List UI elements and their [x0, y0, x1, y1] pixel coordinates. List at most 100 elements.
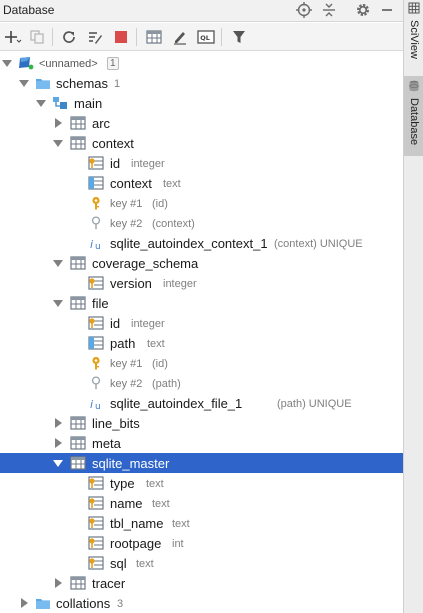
minimize-icon[interactable]	[378, 1, 396, 19]
tree-node-table-sqlite-master[interactable]: sqlite_master	[0, 453, 403, 473]
side-tool-strip: SciView Database	[403, 0, 423, 613]
collapsed-arrow-icon[interactable]	[53, 438, 63, 448]
table-icon	[70, 416, 86, 430]
table-view-icon[interactable]	[145, 28, 163, 46]
column-type: text	[146, 478, 164, 490]
column-icon	[88, 556, 104, 570]
tree-node-table-line-bits[interactable]: line_bits	[0, 413, 403, 433]
tree-node-key[interactable]: key #2 (context)	[0, 213, 403, 233]
tree-node-column[interactable]: rootpage int	[0, 533, 403, 553]
tree-node-table-coverage-schema[interactable]: coverage_schema	[0, 253, 403, 273]
table-icon	[70, 116, 86, 130]
tree-node-column[interactable]: type text	[0, 473, 403, 493]
collapsed-arrow-icon[interactable]	[53, 118, 63, 128]
table-icon	[70, 436, 86, 450]
collapsed-arrow-icon[interactable]	[19, 598, 29, 608]
index-detail: (path) UNIQUE	[277, 398, 352, 410]
properties-icon[interactable]	[86, 28, 104, 46]
column-icon	[88, 336, 104, 350]
tree-node-table-tracer[interactable]: tracer	[0, 573, 403, 593]
tree-node-index[interactable]: sqlite_autoindex_context_1 (context) UNI…	[0, 233, 403, 253]
column-icon	[88, 516, 104, 530]
column-icon	[88, 496, 104, 510]
tree-node-table-file[interactable]: file	[0, 293, 403, 313]
tree-node-column[interactable]: version integer	[0, 273, 403, 293]
tree-node-key[interactable]: key #2 (path)	[0, 373, 403, 393]
collations-count: 3	[117, 598, 124, 610]
tree-node-column[interactable]: id integer	[0, 313, 403, 333]
column-name: id	[110, 316, 121, 331]
column-name: type	[110, 476, 135, 491]
add-icon[interactable]	[4, 28, 22, 46]
tree-node-main[interactable]: main	[0, 93, 403, 113]
table-label: meta	[92, 436, 121, 451]
column-type: integer	[131, 318, 165, 330]
tree-node-index[interactable]: sqlite_autoindex_file_1 (path) UNIQUE	[0, 393, 403, 413]
expand-arrow-icon[interactable]	[36, 98, 46, 108]
column-icon	[88, 176, 104, 190]
toolbar: QL	[0, 23, 403, 51]
crosshair-icon[interactable]	[295, 1, 313, 19]
toolbar-separator	[221, 28, 222, 46]
tab-database[interactable]: Database	[404, 76, 423, 156]
tree-node-column[interactable]: sql text	[0, 553, 403, 573]
sql-console-icon[interactable]: QL	[197, 28, 215, 46]
expand-arrow-icon[interactable]	[53, 258, 63, 268]
root-label: <unnamed>	[39, 58, 98, 70]
column-name: tbl_name	[110, 516, 164, 531]
tree-node-root[interactable]: <unnamed> 1	[0, 53, 403, 73]
main-label: main	[74, 96, 103, 111]
table-label: tracer	[92, 576, 126, 591]
tree-node-table-meta[interactable]: meta	[0, 433, 403, 453]
primary-key-column-icon	[88, 156, 104, 170]
table-icon	[70, 296, 86, 310]
duplicate-icon[interactable]	[28, 28, 46, 46]
key-columns: (id)	[152, 358, 168, 370]
table-label: file	[92, 296, 109, 311]
expand-arrow-icon[interactable]	[53, 458, 63, 468]
tree-node-column[interactable]: id integer	[0, 153, 403, 173]
column-name: sql	[110, 556, 127, 571]
tree-node-table-context[interactable]: context	[0, 133, 403, 153]
table-label: arc	[92, 116, 111, 131]
tree-node-table-arc[interactable]: arc	[0, 113, 403, 133]
tree-node-key[interactable]: key #1 (id)	[0, 353, 403, 373]
column-name: name	[110, 496, 143, 511]
index-name: sqlite_autoindex_context_1	[110, 236, 268, 251]
datasource-icon	[18, 56, 34, 70]
key-outline-icon	[88, 376, 104, 390]
collations-label: collations	[56, 596, 111, 611]
tree-node-column[interactable]: tbl_name text	[0, 513, 403, 533]
key-columns: (context)	[152, 218, 195, 230]
collapse-all-icon[interactable]	[320, 1, 338, 19]
column-icon	[88, 276, 104, 290]
tab-database-label: Database	[408, 98, 420, 146]
tree-node-schemas[interactable]: schemas 1	[0, 73, 403, 93]
stop-icon[interactable]	[112, 28, 130, 46]
column-type: integer	[163, 278, 197, 290]
filter-icon[interactable]	[230, 28, 248, 46]
key-name: key #1	[110, 198, 143, 210]
primary-key-column-icon	[88, 316, 104, 330]
key-columns: (path)	[152, 378, 181, 390]
toolbar-separator	[136, 28, 137, 46]
edit-icon[interactable]	[171, 28, 189, 46]
table-label: sqlite_master	[92, 456, 170, 471]
gear-icon[interactable]	[354, 1, 372, 19]
refresh-icon[interactable]	[60, 28, 78, 46]
collapsed-arrow-icon[interactable]	[53, 578, 63, 588]
tree-node-key[interactable]: key #1 (id)	[0, 193, 403, 213]
tree-node-column[interactable]: name text	[0, 493, 403, 513]
expand-arrow-icon[interactable]	[53, 298, 63, 308]
tab-sciview[interactable]: SciView	[404, 2, 423, 68]
collapsed-arrow-icon[interactable]	[53, 418, 63, 428]
folder-icon	[35, 596, 51, 610]
expand-arrow-icon[interactable]	[19, 78, 29, 88]
expand-arrow-icon[interactable]	[53, 138, 63, 148]
tree-node-column[interactable]: context text	[0, 173, 403, 193]
table-icon	[70, 576, 86, 590]
tree-node-collations[interactable]: collations 3	[0, 593, 403, 613]
grid-icon	[408, 2, 420, 17]
tree-node-column[interactable]: path text	[0, 333, 403, 353]
expand-arrow-icon[interactable]	[2, 58, 12, 68]
